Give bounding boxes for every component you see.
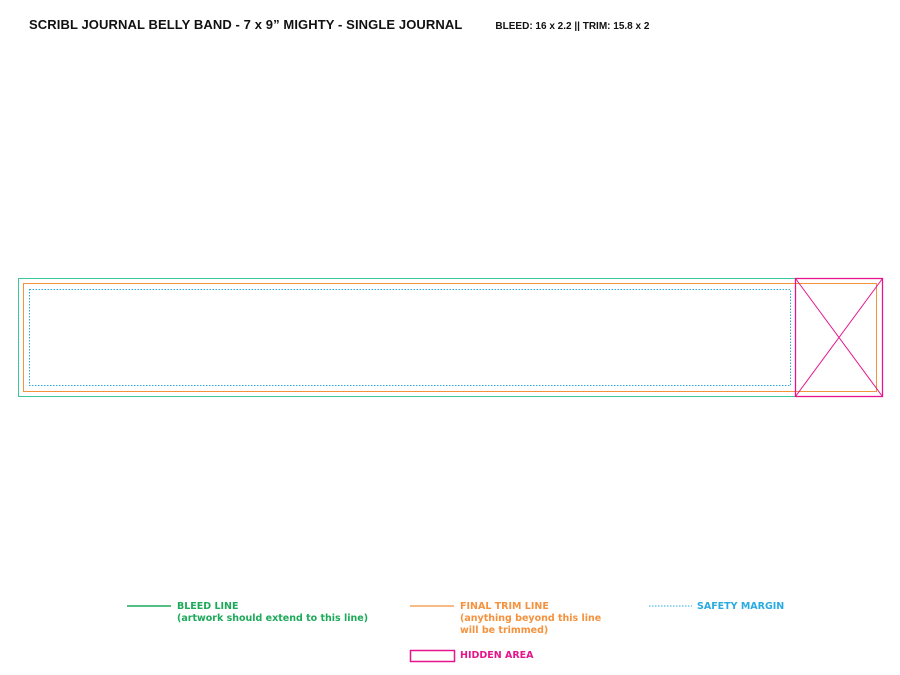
safety-legend-label: SAFETY MARGIN <box>697 601 785 612</box>
hidden-legend-label: HIDDEN AREA <box>460 650 534 661</box>
trim-legend-note: will be trimmed) <box>460 625 549 636</box>
bleed-line-rect <box>18 278 883 397</box>
trim-legend: FINAL TRIM LINE (anything beyond this li… <box>460 601 601 637</box>
trim-legend-label: FINAL TRIM LINE <box>460 601 549 612</box>
safety-margin-rect <box>29 289 791 386</box>
bleed-legend: BLEED LINE (artwork should extend to thi… <box>177 601 368 625</box>
safety-legend: SAFETY MARGIN <box>697 601 784 613</box>
trim-line-rect <box>23 283 877 392</box>
page-title: SCRIBL JOURNAL BELLY BAND - 7 x 9” MIGHT… <box>29 17 463 32</box>
header: SCRIBL JOURNAL BELLY BAND - 7 x 9” MIGHT… <box>29 17 649 32</box>
bleed-legend-note: (artwork should extend to this line) <box>177 613 369 624</box>
dimensions-label: BLEED: 16 x 2.2 || TRIM: 15.8 x 2 <box>495 21 650 32</box>
hidden-legend: HIDDEN AREA <box>460 650 534 662</box>
hidden-area <box>794 277 884 398</box>
trim-legend-note: (anything beyond this line <box>460 613 602 624</box>
hidden-area-rect <box>794 277 884 398</box>
hidden-legend-swatch <box>409 649 456 663</box>
bleed-legend-label: BLEED LINE <box>177 601 239 612</box>
hidden-area-cross-line <box>795 278 883 397</box>
